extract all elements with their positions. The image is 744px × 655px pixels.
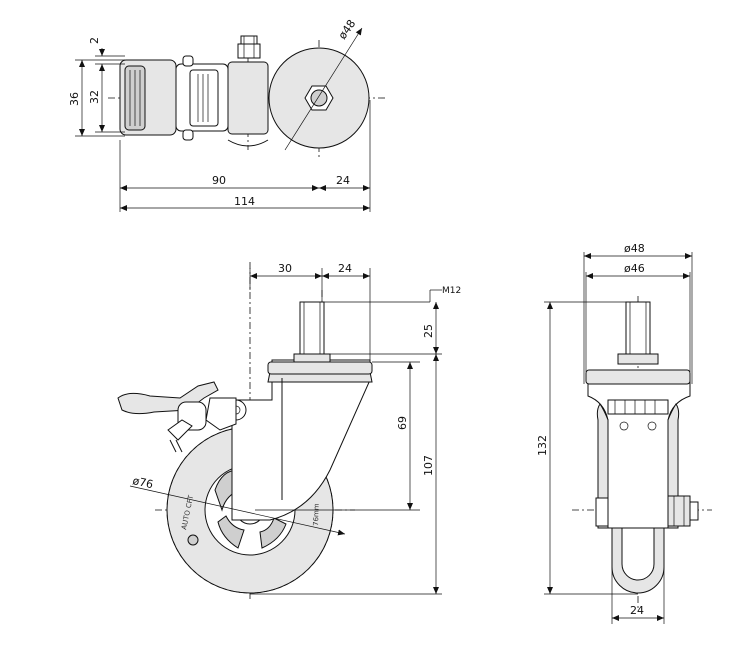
dim-top-36: 36 (68, 92, 81, 106)
dim-side-107: 107 (422, 455, 435, 476)
wheel-size-text: 76mm (312, 503, 321, 526)
top-view: ø48 2 36 32 90 24 114 (68, 17, 388, 212)
dim-top-d48: ø48 (336, 17, 359, 41)
dim-side-69: 69 (396, 416, 409, 430)
side-view: AUTO CFT 76mm 30 24 M12 (117, 262, 461, 600)
dim-side-24: 24 (338, 262, 352, 275)
dim-front-24: 24 (630, 604, 644, 617)
dim-top-24: 24 (336, 174, 350, 187)
dim-top-32: 32 (88, 90, 101, 104)
front-view: ø48 ø46 132 24 (536, 242, 712, 624)
dim-side-d76: ø76 (131, 474, 154, 491)
dim-side-m12: M12 (442, 286, 461, 296)
dim-top-114: 114 (234, 195, 255, 208)
dim-front-132: 132 (536, 435, 549, 456)
dim-side-25: 25 (422, 324, 435, 338)
dim-top-90: 90 (212, 174, 226, 187)
dim-side-30: 30 (278, 262, 292, 275)
dim-front-d46: ø46 (624, 262, 645, 275)
dim-front-d48: ø48 (624, 242, 645, 255)
dim-top-2: 2 (88, 37, 101, 44)
